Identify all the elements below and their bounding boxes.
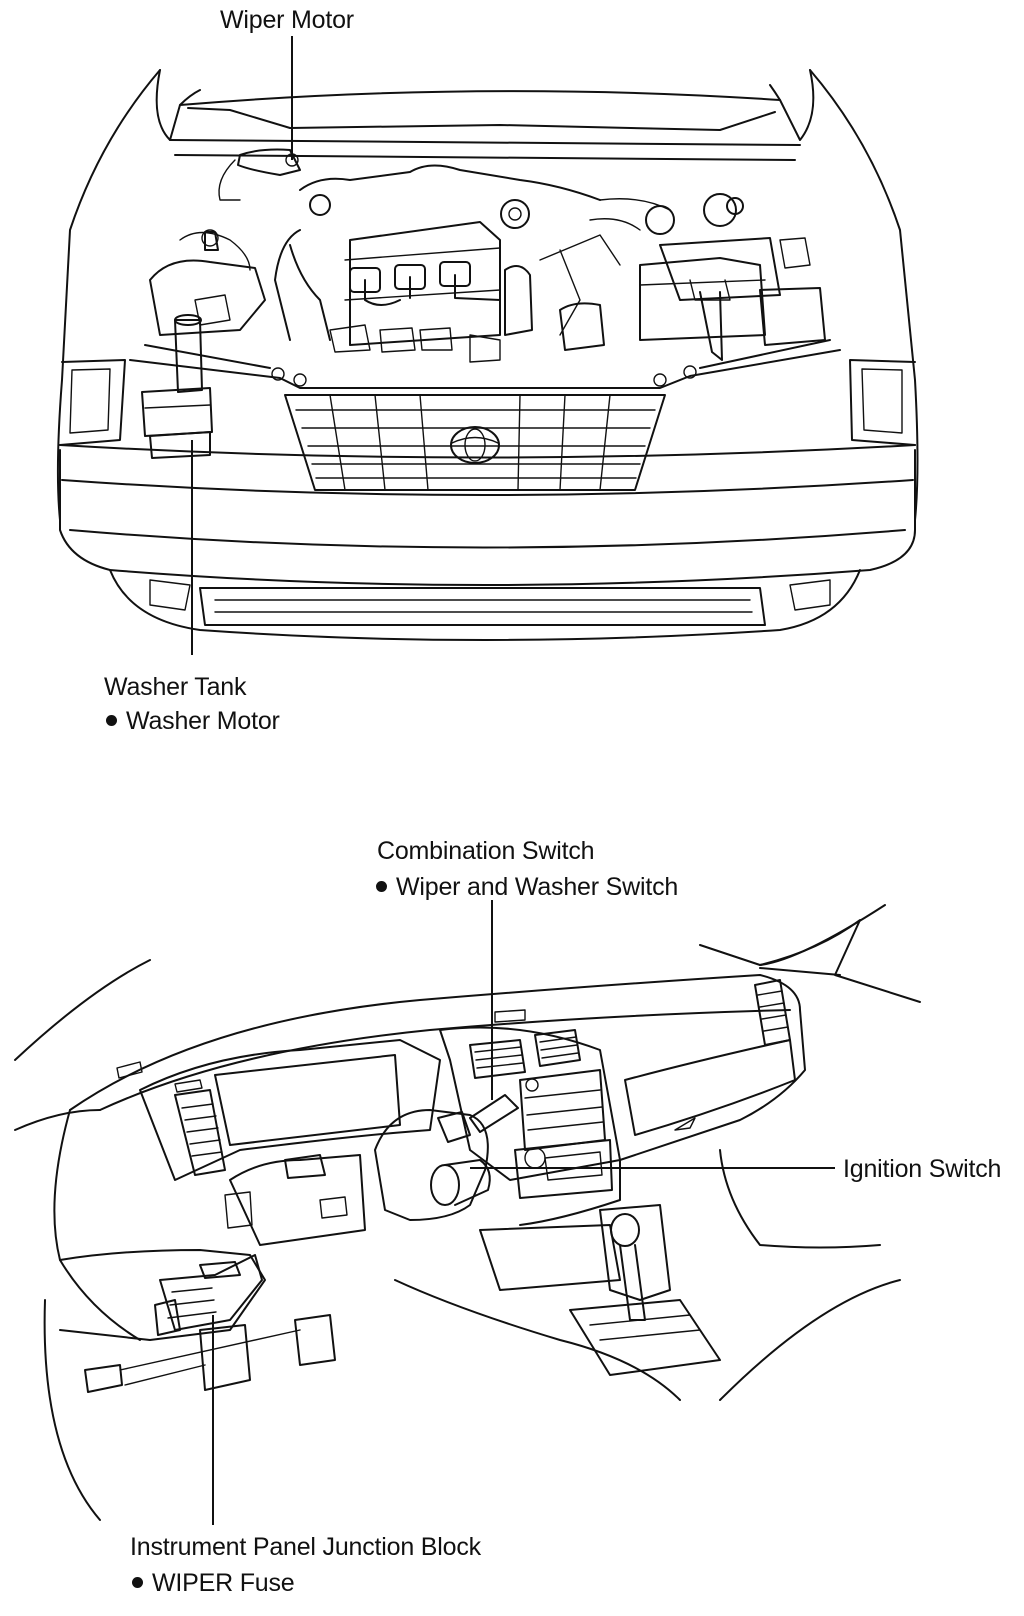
washer-motor-label: Washer Motor: [126, 707, 280, 735]
ignition-switch-label: Ignition Switch: [843, 1155, 1002, 1183]
combination-switch-label: Combination Switch: [377, 837, 595, 865]
wiper-fuse-label: WIPER Fuse: [152, 1569, 295, 1597]
bullet-icon: [376, 880, 387, 892]
washer-motor-item: Washer Motor: [106, 706, 280, 736]
washer-tank-label: Washer Tank: [104, 673, 247, 701]
wiper-fuse-item: WIPER Fuse: [132, 1568, 295, 1598]
wiper-washer-switch-label: Wiper and Washer Switch: [396, 873, 679, 901]
bullet-icon: [132, 1576, 143, 1588]
wiper-motor-label: Wiper Motor: [220, 6, 354, 34]
engine-bay-illustration: [56, 36, 919, 655]
junction-block-label: Instrument Panel Junction Block: [130, 1533, 481, 1561]
wiper-washer-switch-item: Wiper and Washer Switch: [376, 872, 678, 902]
bullet-icon: [106, 714, 117, 726]
